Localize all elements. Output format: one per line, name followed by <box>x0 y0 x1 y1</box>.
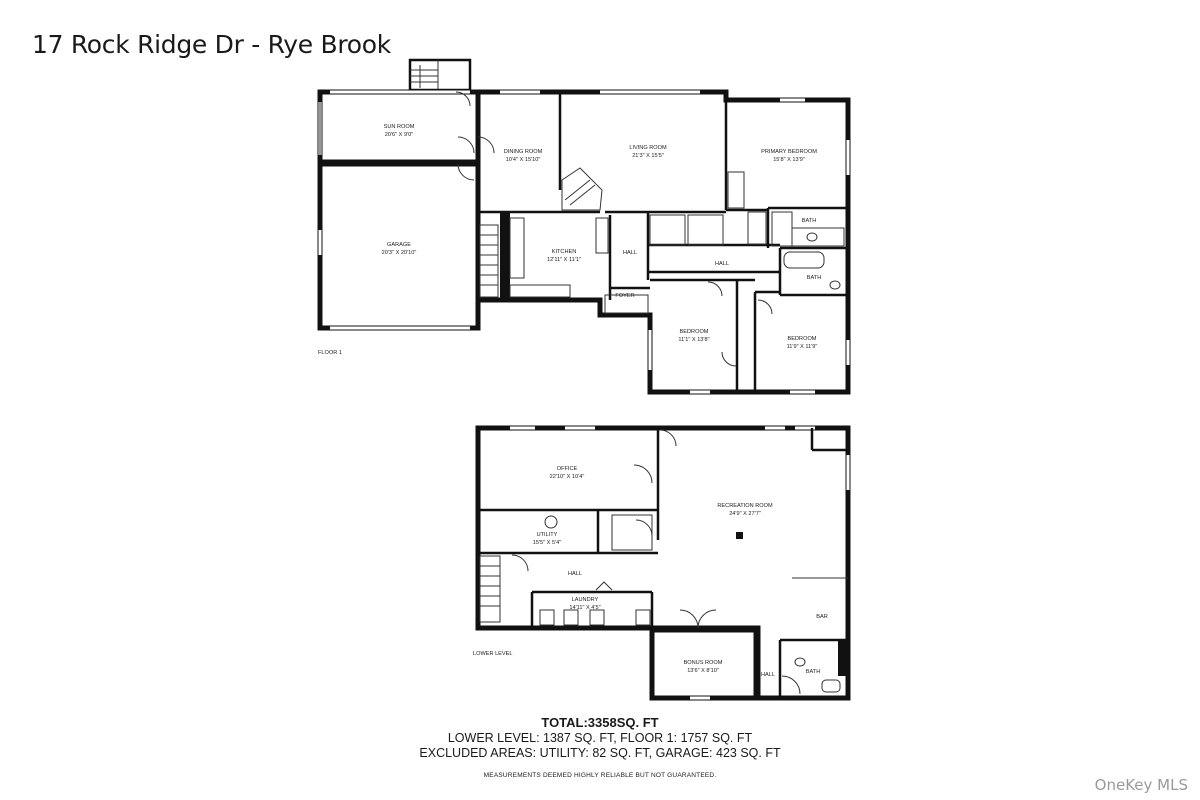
recreation-room-dims: 24'9" X 27'7" <box>729 511 761 517</box>
excluded-areas: EXCLUDED AREAS: UTILITY: 82 SQ. FT, GARA… <box>419 746 781 760</box>
dining-room-dims: 10'4" X 15'10" <box>506 157 541 163</box>
bedroom-b-dims: 11'9" X 11'9" <box>787 344 818 350</box>
lower-level-label: LOWER LEVEL <box>473 651 512 657</box>
garage-label: GARAGE <box>387 242 411 248</box>
main-outline <box>475 89 851 395</box>
bedroom-b-label: BEDROOM <box>788 336 817 342</box>
garage-dims: 20'3" X 20'10" <box>382 250 417 256</box>
office-dims: 22'10" X 10'4" <box>550 474 585 480</box>
sun-room-label: SUN ROOM <box>384 124 415 130</box>
office-label: OFFICE <box>557 466 578 472</box>
floor-1-plan: SUN ROOM 20'6" X 9'0" DINING ROOM 10'4" … <box>317 58 851 395</box>
level-areas: LOWER LEVEL: 1387 SQ. FT, FLOOR 1: 1757 … <box>447 731 753 745</box>
stairs-lower <box>479 555 501 623</box>
mls-watermark: OneKey MLS <box>1094 776 1188 794</box>
foyer-label: FOYER <box>615 293 634 299</box>
primary-bedroom-label: PRIMARY BEDROOM <box>761 149 817 155</box>
bath-cabinet <box>838 640 848 676</box>
bedroom-a-label: BEDROOM <box>680 329 709 335</box>
laundry-label: LAUNDRY <box>572 597 599 603</box>
lower-outline <box>475 425 851 701</box>
bonus-room-dims: 13'6" X 8'10" <box>687 668 719 674</box>
living-room-dims: 21'3" X 15'5" <box>632 153 664 159</box>
recreation-room-label: RECREATION ROOM <box>717 503 773 509</box>
deck <box>408 58 472 92</box>
kitchen-dims: 12'11" X 11'1" <box>547 257 581 263</box>
lower-hall-b-label: HALL <box>761 672 775 678</box>
utility-label: UTILITY <box>537 532 558 538</box>
kitchen-label: KITCHEN <box>552 249 577 255</box>
floor-1-level-label: FLOOR 1 <box>318 350 342 356</box>
laundry-dims: 14'11" X 4'5" <box>569 605 600 611</box>
kitchen-counter-dark <box>500 212 510 300</box>
stairs-floor1 <box>479 224 499 298</box>
primary-bedroom-dims: 15'8" X 13'9" <box>773 157 805 163</box>
lower-hall-a-label: HALL <box>568 571 582 577</box>
hall-a-label: HALL <box>623 250 637 256</box>
bedroom-a-dims: 11'1" X 13'8" <box>678 337 709 343</box>
sun-room-dims: 20'6" X 9'0" <box>385 132 414 138</box>
bar-label: BAR <box>816 614 828 620</box>
listing-title: 17 Rock Ridge Dr - Rye Brook <box>32 30 391 59</box>
bonus-room-label: BONUS ROOM <box>684 660 723 666</box>
bath-a-label: BATH <box>802 218 817 224</box>
fireplace <box>561 167 603 211</box>
utility-heater <box>544 515 558 529</box>
lower-bath-label: BATH <box>806 669 821 675</box>
support-post <box>736 532 743 539</box>
bath-b-label: BATH <box>807 275 822 281</box>
dining-room-label: DINING ROOM <box>504 149 543 155</box>
utility-dims: 15'5" X 5'4" <box>533 540 562 546</box>
lower-level-plan: OFFICE 22'10" X 10'4" RECREATION ROOM 24… <box>473 425 851 701</box>
disclaimer: MEASUREMENTS DEEMED HIGHLY RELIABLE BUT … <box>483 772 717 779</box>
hall-b-label: HALL <box>715 261 729 267</box>
living-room-label: LIVING ROOM <box>629 145 667 151</box>
total-area: TOTAL:3358SQ. FT <box>541 715 659 730</box>
